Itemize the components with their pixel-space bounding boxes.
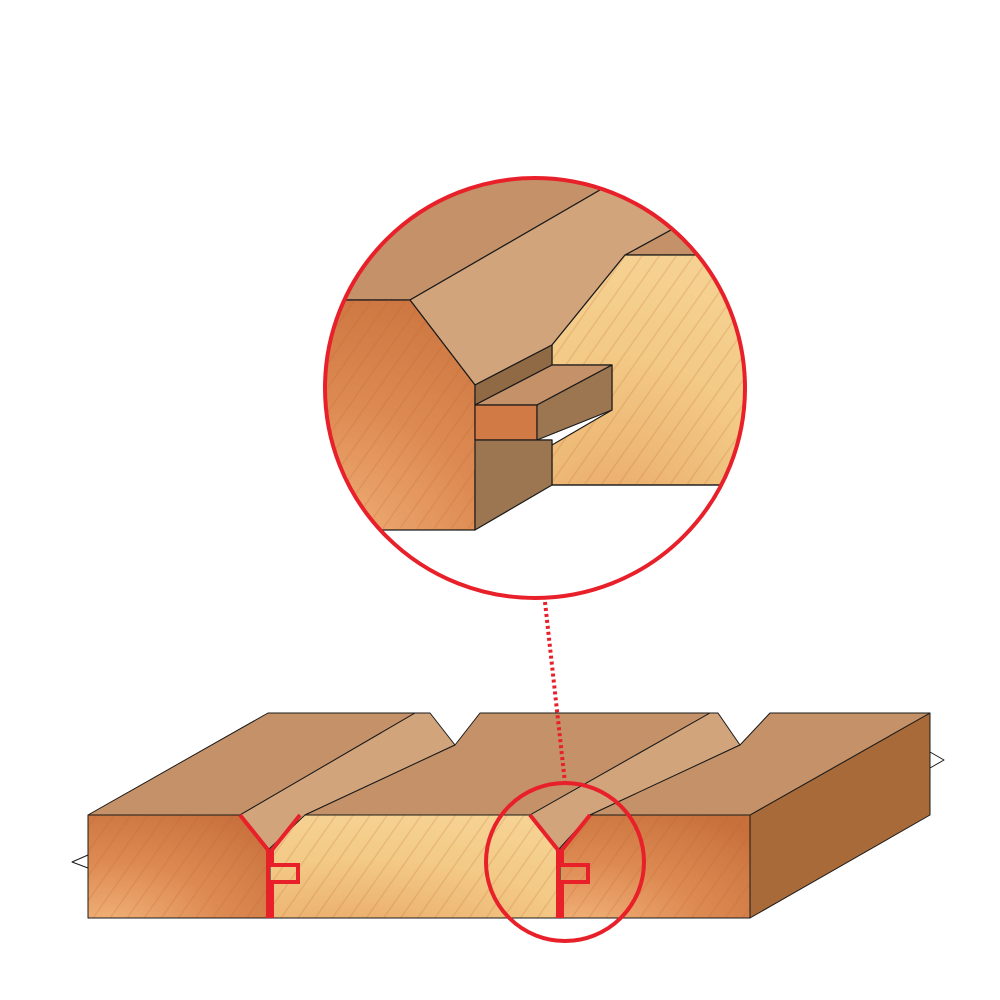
detail-magnifier xyxy=(323,176,747,600)
board-top-middle xyxy=(304,712,711,816)
joint-outline-right xyxy=(528,813,560,918)
tongue-stub-left xyxy=(71,854,89,869)
board-assembly xyxy=(71,712,945,919)
detail-magnifier-ring xyxy=(323,176,747,600)
tongue-stub-right xyxy=(929,751,945,769)
detail-tongue-side xyxy=(536,364,613,441)
joint-outline-left xyxy=(238,813,270,918)
detail-tongue-front xyxy=(474,404,538,441)
joint-outlines xyxy=(238,813,592,918)
board-top-right xyxy=(589,712,931,816)
leader-line xyxy=(543,601,567,784)
